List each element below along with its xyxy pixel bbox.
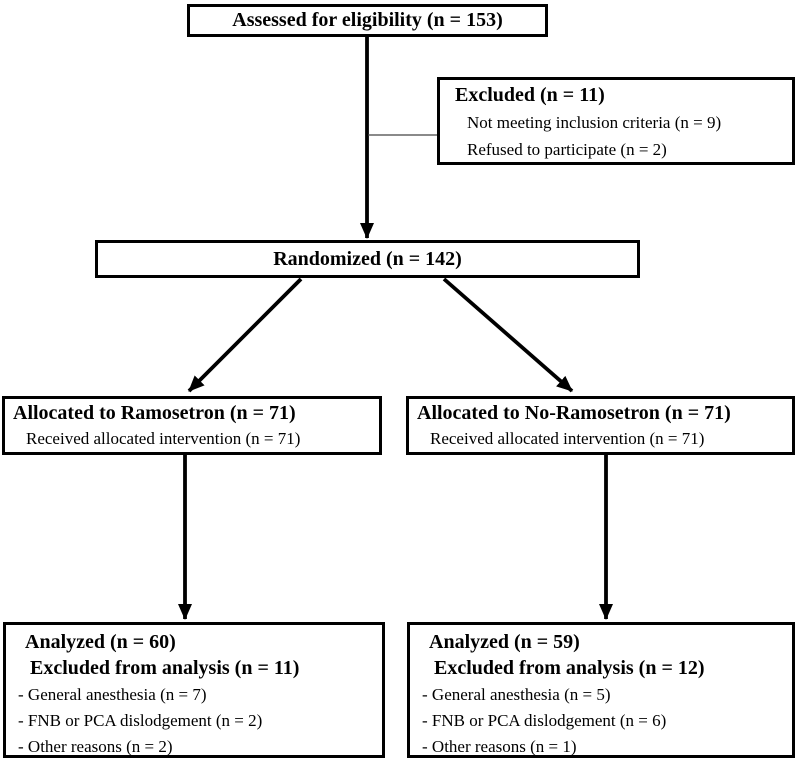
analyzed-no-ramosetron-excluded-subtitle: Excluded from analysis (n = 12) <box>434 657 705 679</box>
analyzed-ramosetron-title: Analyzed (n = 60) <box>25 631 176 653</box>
arrow-randomized-to-no-ramosetron <box>442 277 574 393</box>
analyzed-ramosetron-reason: - General anesthesia (n = 7) <box>18 685 207 704</box>
allocated-ramosetron-box: Allocated to Ramosetron (n = 71) Receive… <box>2 396 382 455</box>
arrow-randomized-to-ramosetron <box>187 277 303 393</box>
analyzed-no-ramosetron-box: Analyzed (n = 59) Excluded from analysis… <box>407 622 795 758</box>
analyzed-ramosetron-excluded-subtitle: Excluded from analysis (n = 11) <box>30 657 300 679</box>
allocated-no-ramosetron-title: Allocated to No-Ramosetron (n = 71) <box>417 402 731 424</box>
assessed-eligibility-box: Assessed for eligibility (n = 153) <box>187 4 548 37</box>
excluded-title: Excluded (n = 11) <box>455 84 605 106</box>
excluded-reason: Refused to participate (n = 2) <box>467 140 667 159</box>
randomized-title: Randomized (n = 142) <box>273 248 462 270</box>
excluded-reason: Not meeting inclusion criteria (n = 9) <box>467 113 722 132</box>
allocated-ramosetron-detail: Received allocated intervention (n = 71) <box>26 429 301 448</box>
randomized-box: Randomized (n = 142) <box>95 240 640 278</box>
excluded-box: Excluded (n = 11) Not meeting inclusion … <box>437 77 795 165</box>
analyzed-ramosetron-reason: - Other reasons (n = 2) <box>18 737 173 756</box>
analyzed-no-ramosetron-title: Analyzed (n = 59) <box>429 631 580 653</box>
assessed-eligibility-title: Assessed for eligibility (n = 153) <box>232 9 503 31</box>
analyzed-no-ramosetron-reason: - FNB or PCA dislodgement (n = 6) <box>422 711 667 730</box>
allocated-no-ramosetron-detail: Received allocated intervention (n = 71) <box>430 429 705 448</box>
allocated-no-ramosetron-box: Allocated to No-Ramosetron (n = 71) Rece… <box>406 396 795 455</box>
analyzed-ramosetron-box: Analyzed (n = 60) Excluded from analysis… <box>3 622 385 758</box>
analyzed-no-ramosetron-reason: - General anesthesia (n = 5) <box>422 685 611 704</box>
allocated-ramosetron-title: Allocated to Ramosetron (n = 71) <box>13 402 296 424</box>
analyzed-no-ramosetron-reason: - Other reasons (n = 1) <box>422 737 577 756</box>
analyzed-ramosetron-reason: - FNB or PCA dislodgement (n = 2) <box>18 711 263 730</box>
